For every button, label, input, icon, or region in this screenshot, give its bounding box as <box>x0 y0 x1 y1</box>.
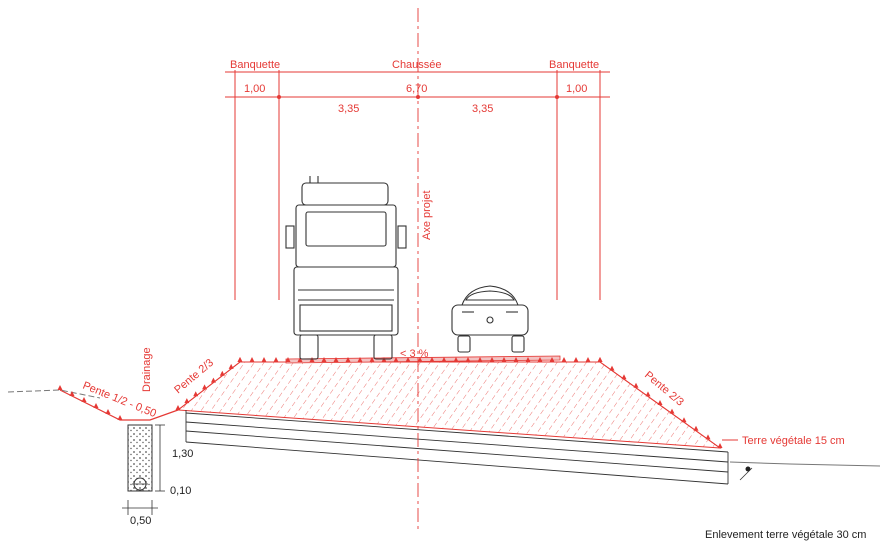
slope-tick <box>57 385 63 390</box>
slope-tick <box>537 357 543 362</box>
slope-tick <box>261 357 267 362</box>
slope-tick <box>193 391 199 397</box>
slope-tick <box>465 357 471 362</box>
dim-depth: 1,30 <box>172 448 193 460</box>
slope-tick <box>621 374 627 380</box>
dim-lane-right: 3,35 <box>472 103 493 115</box>
slope-tick <box>175 405 181 410</box>
slope-tick <box>477 357 483 362</box>
slope-tick <box>513 357 519 362</box>
slope-tick <box>369 357 375 362</box>
dimension-lines <box>225 70 610 300</box>
drainage-ditch <box>59 389 179 492</box>
drain-trench <box>127 424 153 492</box>
slope-tick <box>345 357 351 362</box>
slope-tick <box>417 357 423 362</box>
slope-tick <box>184 398 190 404</box>
truck-icon <box>285 176 407 360</box>
drainage-label: Drainage <box>141 347 153 392</box>
dim-lane-left: 3,35 <box>338 103 359 115</box>
slope-tick <box>321 357 327 362</box>
slope-tick <box>561 357 567 362</box>
existing-ground <box>7 389 881 467</box>
slope-tick <box>405 357 411 362</box>
slope-tick <box>393 357 399 362</box>
slope-tick <box>501 357 507 362</box>
banquette-left-label: Banquette <box>230 59 280 71</box>
slope-tick <box>210 377 216 383</box>
crown-slope-label: < 3 % <box>400 348 429 360</box>
slope-tick <box>645 391 651 397</box>
slope-tick <box>633 382 639 388</box>
slope-tick <box>573 357 579 362</box>
topsoil-label: Terre végétale 15 cm <box>742 435 845 447</box>
dim-right-shoulder: 1,00 <box>566 83 587 95</box>
slope-tick <box>273 357 279 362</box>
car-icon <box>451 285 529 353</box>
slope-tick <box>717 443 723 448</box>
slope-tick <box>237 357 243 362</box>
slope-tick <box>357 357 363 362</box>
dim-bottom: 0,10 <box>170 485 191 497</box>
banquette-right-label: Banquette <box>549 59 599 71</box>
embankment <box>176 355 729 485</box>
slope-tick <box>525 357 531 362</box>
slope-tick <box>333 357 339 362</box>
slope-tick <box>669 408 675 414</box>
chaussee-label: Chaussée <box>392 59 442 71</box>
slope-tick <box>609 365 615 371</box>
axis-label: Axe projet <box>421 190 433 240</box>
ditch-dimensions <box>122 424 165 515</box>
slope-tick <box>249 357 255 362</box>
slope-tick <box>219 370 225 376</box>
slope-tick <box>597 357 603 362</box>
slope-ticks <box>57 357 723 448</box>
slope-tick <box>693 425 699 431</box>
dim-total: 6,70 <box>406 83 427 95</box>
slope-tick <box>681 417 687 423</box>
slope-tick <box>429 357 435 362</box>
topsoil-removal-label: Enlevement terre végétale 30 cm <box>705 529 866 541</box>
dim-left-shoulder: 1,00 <box>244 83 265 95</box>
slope-tick <box>202 384 208 390</box>
slope-tick <box>705 434 711 440</box>
dim-width: 0,50 <box>130 515 151 527</box>
slope-tick <box>585 357 591 362</box>
slope-tick <box>657 400 663 405</box>
slope-tick <box>441 357 447 362</box>
slope-tick <box>297 357 303 362</box>
slope-tick <box>228 363 234 369</box>
slope-tick <box>285 357 291 362</box>
slope-tick <box>549 357 555 362</box>
slope-tick <box>489 357 495 362</box>
slope-tick <box>453 357 459 362</box>
embankment-fill <box>176 361 722 449</box>
